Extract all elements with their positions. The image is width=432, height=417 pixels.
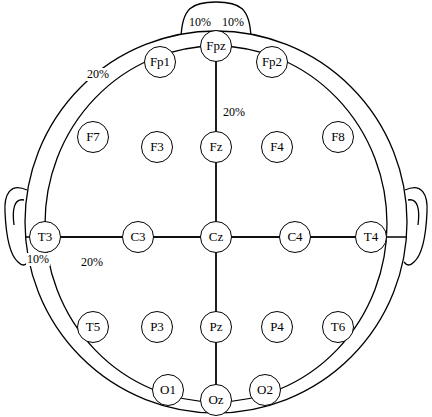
electrode-label: O2: [257, 382, 273, 398]
electrode-circle: P4: [261, 311, 293, 343]
distance-percent: 10%: [188, 16, 212, 29]
electrode-circle: T3: [29, 221, 61, 253]
head-circle: [25, 31, 407, 413]
electrode-circle: O2: [249, 374, 281, 406]
electrode-label: Fz: [210, 139, 223, 155]
electrode-circle: F8: [322, 121, 354, 153]
electrode-label: T4: [364, 229, 378, 245]
electrode-circle: Fz: [200, 131, 232, 163]
electrode-label: Fpz: [206, 38, 226, 54]
electrode-line: [61, 236, 122, 237]
electrode-line: [154, 236, 200, 237]
electrode-label: P3: [150, 319, 164, 335]
electrode-label: Pz: [210, 319, 223, 335]
electrode-label: Fp1: [150, 54, 170, 70]
electrode-label: Fp2: [262, 54, 282, 70]
distance-percent: 10%: [221, 16, 245, 29]
electrode-line: [215, 163, 216, 221]
electrode-label: T5: [86, 319, 100, 335]
electrode-line: [215, 62, 216, 131]
right-ear-inner: [408, 200, 419, 225]
electrode-label: F7: [86, 129, 100, 145]
electrode-circle: F4: [261, 131, 293, 163]
electrode-circle: Cz: [200, 221, 232, 253]
electrode-circle: Oz: [200, 384, 232, 416]
electrode-ring: [45, 46, 387, 402]
electrode-label: T6: [331, 319, 345, 335]
electrode-label: Cz: [209, 229, 223, 245]
left-ear-inner: [13, 200, 24, 225]
electrode-label: F4: [270, 139, 284, 155]
electrode-circle: Fp2: [256, 46, 288, 78]
electrode-circle: C3: [122, 221, 154, 253]
electrode-circle: F7: [77, 121, 109, 153]
electrode-circle: C4: [279, 221, 311, 253]
electrode-label: Oz: [208, 392, 223, 408]
electrode-line: [311, 236, 355, 237]
electrode-circle: T6: [322, 311, 354, 343]
electrode-circle: T5: [77, 311, 109, 343]
distance-percent: 20%: [86, 68, 110, 81]
electrode-label: F8: [331, 129, 345, 145]
electrode-line: [215, 253, 216, 311]
electrode-label: O1: [160, 382, 176, 398]
electrode-label: P4: [270, 319, 284, 335]
electrode-circle: O1: [152, 374, 184, 406]
electrode-label: F3: [150, 139, 164, 155]
distance-percent: 20%: [222, 106, 246, 119]
electrode-circle: Fp1: [144, 46, 176, 78]
distance-percent: 10%: [26, 253, 50, 266]
electrode-circle: P3: [141, 311, 173, 343]
electrode-line: [215, 343, 216, 384]
electrode-label: C4: [287, 229, 302, 245]
electrode-label: T3: [38, 229, 52, 245]
electrode-circle: T4: [355, 221, 387, 253]
electrode-circle: F3: [141, 131, 173, 163]
electrode-line: [232, 236, 279, 237]
electrode-circle: Pz: [200, 311, 232, 343]
electrode-label: C3: [130, 229, 145, 245]
distance-percent: 20%: [80, 256, 104, 269]
electrode-circle: Fpz: [200, 30, 232, 62]
